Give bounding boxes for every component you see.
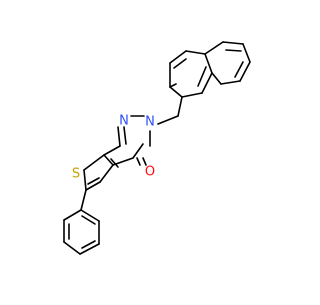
- bond: [87, 177, 100, 185]
- molecule-structure: N N S O: [63, 41, 251, 255]
- bond: [80, 209, 100, 222]
- atom-label-layer: N N S O: [72, 114, 155, 182]
- bond: [157, 115, 179, 125]
- bond: [225, 49, 242, 52]
- bond: [117, 126, 121, 147]
- bond: [197, 66, 207, 87]
- bond: [136, 157, 141, 166]
- bond: [222, 41, 244, 45]
- bond: [234, 61, 244, 78]
- bond: [169, 50, 187, 64]
- bond: [112, 157, 134, 166]
- bond: [110, 158, 119, 168]
- bond: [220, 80, 241, 85]
- bond: [204, 41, 224, 55]
- bond: [79, 243, 100, 255]
- bond: [80, 189, 87, 211]
- bond: [81, 240, 96, 249]
- bond-layer: [63, 41, 251, 255]
- bond: [211, 72, 222, 85]
- bond: [83, 169, 87, 191]
- bond: [242, 43, 251, 63]
- atom-label-sulfur: S: [72, 167, 80, 182]
- bond: [99, 164, 114, 183]
- bond: [63, 209, 82, 221]
- bond: [132, 143, 144, 159]
- atom-label-nitrogen-substituted: N: [145, 115, 155, 130]
- bond: [103, 154, 114, 166]
- bond: [201, 72, 213, 94]
- bond: [177, 96, 183, 117]
- bond: [83, 154, 105, 171]
- atom-label-oxygen: O: [145, 165, 155, 180]
- bond: [173, 58, 187, 69]
- atom-label-nitrogen-ring: N: [119, 114, 129, 129]
- bond: [123, 126, 127, 145]
- bond: [169, 86, 183, 98]
- structure-canvas: N N S O: [63, 41, 251, 255]
- bond: [63, 241, 81, 255]
- bond: [239, 61, 251, 82]
- bond: [169, 83, 177, 88]
- bond: [204, 53, 213, 74]
- bond: [85, 181, 101, 191]
- bond: [103, 145, 121, 156]
- bond: [81, 215, 96, 225]
- bond: [185, 50, 206, 55]
- bond: [181, 92, 203, 98]
- bond: [142, 157, 147, 166]
